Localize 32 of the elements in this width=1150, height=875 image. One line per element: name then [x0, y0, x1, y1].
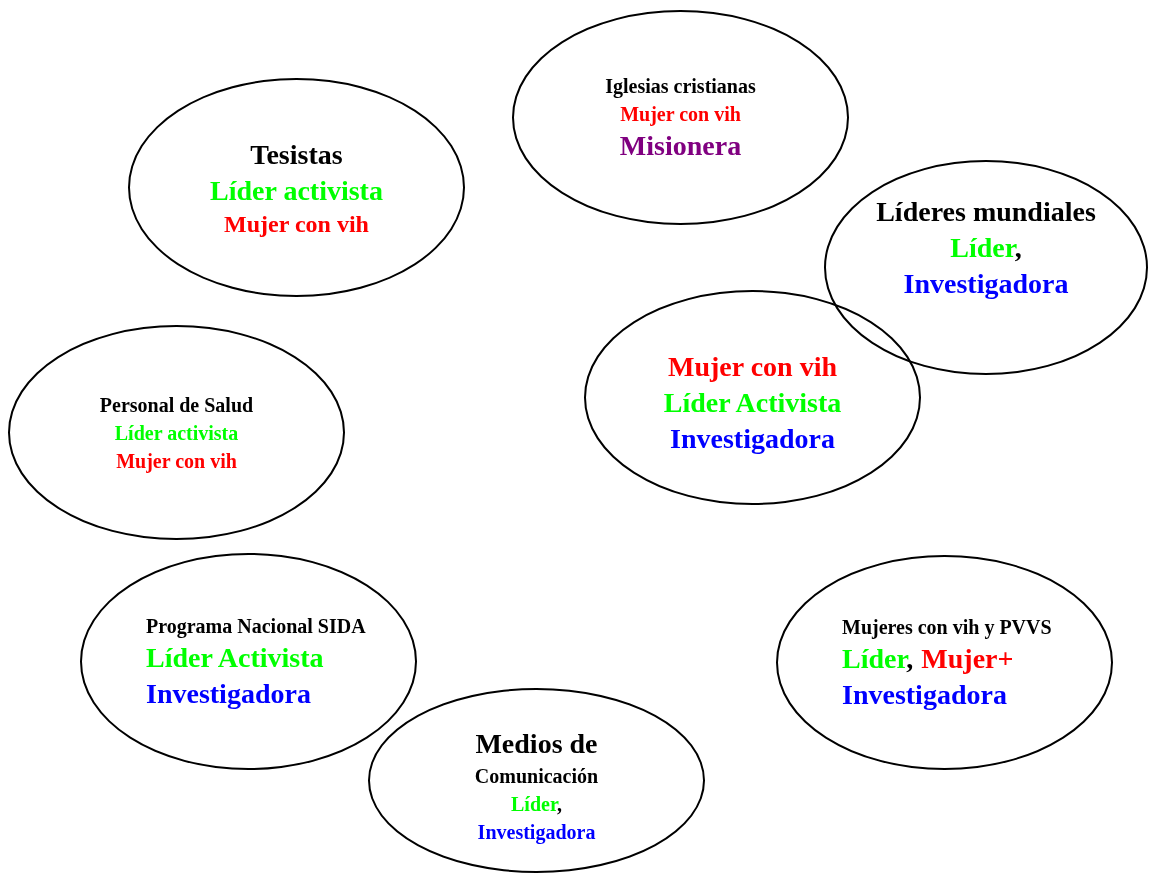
ellipse-node [776, 555, 1113, 770]
node-text: Investigadora [477, 819, 596, 846]
ellipse-node [80, 553, 417, 770]
ellipse-node [368, 688, 705, 873]
node-text: Medios de [475, 726, 598, 761]
node-text: Líder Activista [146, 640, 324, 675]
ellipse-node [8, 325, 345, 540]
node-text: Investigadora [903, 266, 1069, 301]
node-text: Mujeres con vih y PVVS [842, 614, 1052, 641]
node-text: Comunicación [474, 763, 599, 789]
node-text: Líder Activista [663, 385, 842, 420]
node-text: Líderes mundiales [876, 194, 1096, 229]
node-text: Investigadora [146, 676, 311, 711]
ellipse-node [512, 10, 849, 225]
node-text: Líder activista [114, 420, 239, 446]
node-text: Líder, [511, 791, 562, 817]
node-text: Mujer+ [921, 641, 1014, 676]
node-text: Líder, [842, 641, 914, 676]
node-text: Mujer con vih [224, 209, 369, 239]
node-text: Personal de Salud [99, 392, 254, 418]
ellipse-node [128, 78, 465, 297]
node-text: Programa Nacional SIDA [146, 613, 366, 640]
node-text: Investigadora [670, 421, 835, 456]
node-text: Líder, [950, 230, 1022, 265]
node-text: Mujer con vih [116, 448, 237, 475]
node-text: Mujer con vih [620, 101, 741, 128]
node-text: Mujer con vih [668, 349, 837, 384]
node-text: Iglesias cristianas [605, 73, 756, 100]
node-text: Investigadora [842, 677, 1007, 712]
node-text: Líder activista [210, 173, 383, 208]
node-text: Tesistas [250, 137, 343, 172]
node-text: Misionera [619, 128, 742, 163]
